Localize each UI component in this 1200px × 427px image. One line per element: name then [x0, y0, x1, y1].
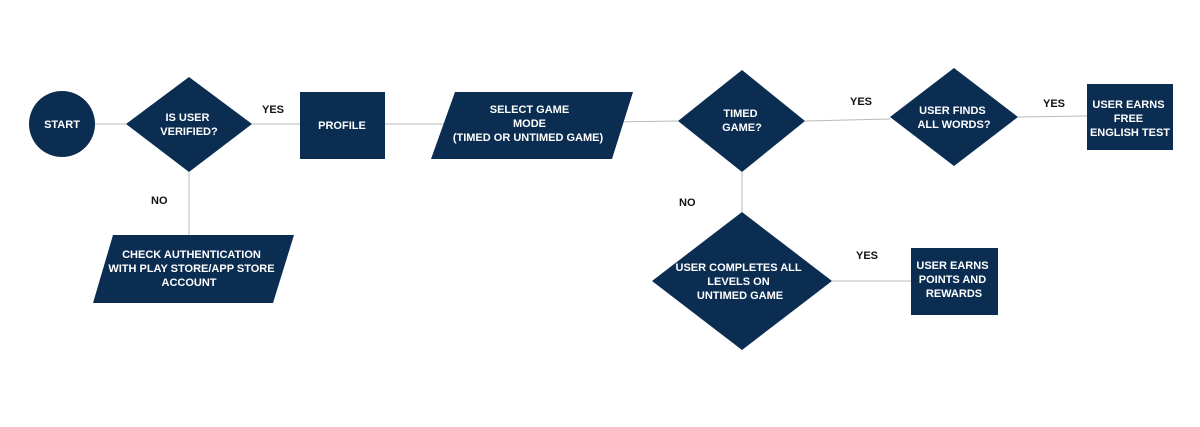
user-completes-all-levels-decision [652, 212, 832, 350]
timed-game-label: TIMED GAME? [722, 108, 762, 134]
shapes [29, 68, 1173, 350]
profile-box [300, 92, 385, 159]
connector-timed-finds [804, 118, 891, 122]
edge-labels: YES NO YES NO YES YES [151, 96, 1065, 262]
edge-label-timed-no: NO [679, 197, 696, 209]
check-authentication-label: CHECK AUTHENTICATION WITH PLAY STORE/APP… [108, 249, 277, 289]
edge-label-completes-yes: YES [856, 250, 878, 262]
select-game-mode-label: SELECT GAME MODE (TIMED OR UNTIMED GAME) [453, 104, 604, 144]
edge-label-verified-no: NO [151, 195, 168, 207]
node-labels: START IS USER VERIFIED? PROFILE SELECT G… [44, 99, 1170, 302]
user-earns-free-english-test-box [1087, 84, 1173, 150]
connector-finds-earns-test [1017, 115, 1088, 118]
is-user-verified-decision [126, 77, 252, 172]
select-game-mode-box [431, 92, 633, 159]
start-node [29, 91, 95, 157]
is-user-verified-label: IS USER VERIFIED? [160, 112, 218, 138]
user-earns-free-english-test-label: USER EARNS FREE ENGLISH TEST [1090, 99, 1170, 139]
user-finds-all-words-label: USER FINDS ALL WORDS? [917, 105, 990, 131]
edge-label-timed-yes: YES [850, 96, 872, 108]
start-label: START [44, 119, 80, 131]
user-completes-all-levels-label: USER COMPLETES ALL LEVELS ON UNTIMED GAM… [676, 262, 805, 302]
profile-label: PROFILE [318, 120, 366, 132]
connectors [95, 115, 1088, 282]
user-earns-points-rewards-box [911, 248, 998, 315]
edge-label-verified-yes: YES [262, 104, 284, 116]
connector-select-timed [613, 120, 679, 123]
edge-label-finds-yes: YES [1043, 98, 1065, 110]
timed-game-decision [678, 70, 805, 172]
user-earns-points-rewards-label: USER EARNS POINTS AND REWARDS [916, 260, 991, 300]
check-authentication-box [93, 235, 294, 303]
user-finds-all-words-decision [890, 68, 1018, 166]
